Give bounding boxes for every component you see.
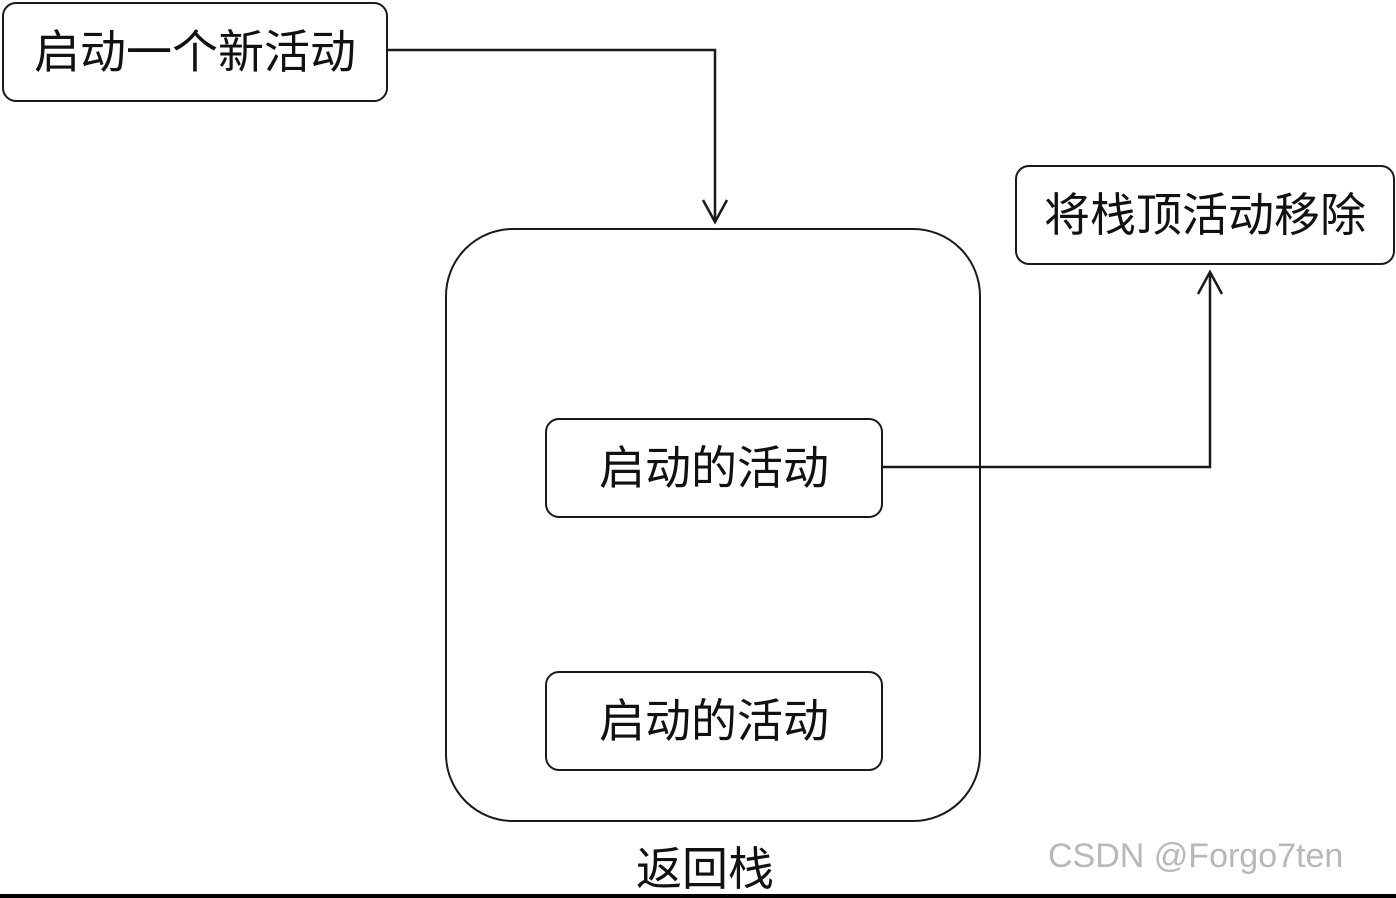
stack-activity-top-box: 启动的活动	[545, 418, 883, 518]
pop-top-activity-label: 将栈顶活动移除	[1044, 188, 1366, 242]
pop-connector	[883, 272, 1212, 469]
start-new-activity-label: 启动一个新活动	[34, 25, 356, 79]
pop-top-activity-box: 将栈顶活动移除	[1015, 165, 1395, 265]
stack-activity-bottom-label: 启动的活动	[599, 694, 829, 748]
start-new-activity-box: 启动一个新活动	[2, 2, 388, 102]
back-stack-container	[445, 228, 981, 822]
back-stack-label: 返回栈	[636, 842, 774, 896]
stack-activity-bottom-box: 启动的活动	[545, 671, 883, 771]
pop-arrowhead-icon	[1196, 269, 1224, 295]
push-arrowhead-icon	[701, 199, 729, 225]
bottom-divider	[0, 894, 1396, 898]
watermark: CSDN @Forgo7ten	[1048, 837, 1344, 875]
stack-activity-top-label: 启动的活动	[599, 441, 829, 495]
push-connector	[388, 48, 717, 220]
